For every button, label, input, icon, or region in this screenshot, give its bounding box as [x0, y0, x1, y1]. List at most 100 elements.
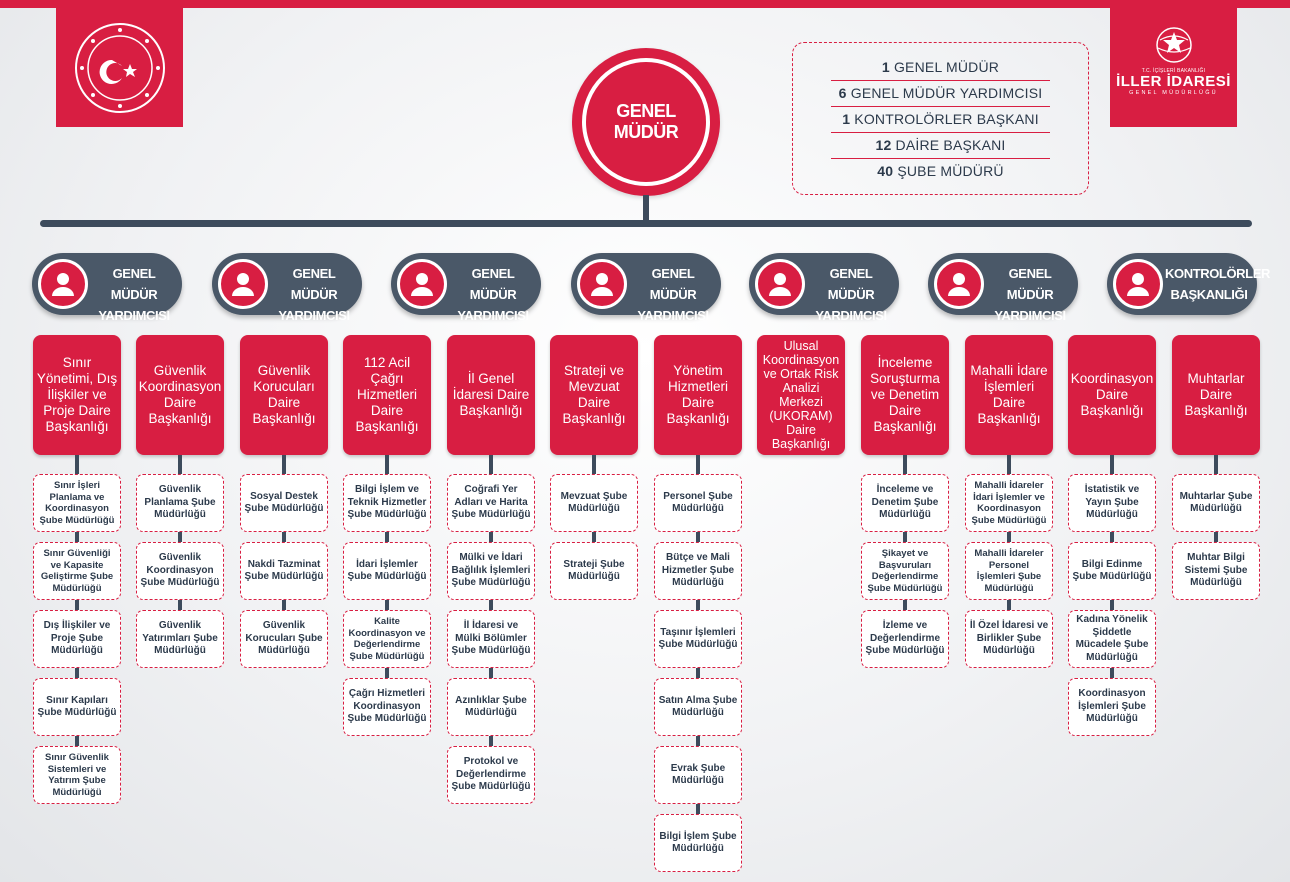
sube-mudurlugu-box: Bilgi İşlem Şube Müdürlüğü [654, 814, 742, 872]
sube-mudurlugu-name: Sınır Kapıları Şube Müdürlüğü [37, 694, 117, 719]
sube-mudurlugu-name: İzleme ve Değerlendirme Şube Müdürlüğü [865, 620, 945, 657]
department-name: Yönetim Hizmetleri Daire Başkanlığı [666, 363, 730, 426]
person-icon [1113, 259, 1163, 309]
sube-mudurlugu-box: Sınır İşleri Planlama ve Koordinasyon Şu… [33, 474, 121, 532]
sube-mudurlugu-name: Şikayet ve Başvuruları Değerlendirme Şub… [867, 548, 943, 594]
top-accent-bar [0, 0, 1290, 8]
sube-mudurlugu-box: Evrak Şube Müdürlüğü [654, 746, 742, 804]
sube-mudurlugu-box: Mahalli İdareler Personel İşlemleri Şube… [965, 542, 1053, 600]
sube-mudurlugu-name: Bilgi İşlem ve Teknik Hizmetler Şube Müd… [347, 484, 427, 521]
department-box: Koordinasyon Daire Başkanlığı [1068, 335, 1156, 455]
person-icon [397, 259, 447, 309]
summary-count: 12 [875, 137, 892, 153]
sube-mudurlugu-box: Bilgi Edinme Şube Müdürlüğü [1068, 542, 1156, 600]
sube-mudurlugu-box: İl Özel İdaresi ve Birlikler Şube Müdürl… [965, 610, 1053, 668]
sube-mudurlugu-box: Nakdi Tazminat Şube Müdürlüğü [240, 542, 328, 600]
department-name: Mahalli İdare İşlemleri Daire Başkanlığı [970, 363, 1048, 426]
sube-mudurlugu-box: Güvenlik Koordinasyon Şube Müdürlüğü [136, 542, 224, 600]
pill-label-line2: BAŞKANLIĞI [1170, 287, 1248, 302]
sube-mudurlugu-name: Strateji Şube Müdürlüğü [563, 558, 625, 583]
sube-mudurlugu-name: Protokol ve Değerlendirme Şube Müdürlüğü [451, 756, 531, 793]
sube-mudurlugu-name: Muhtarlar Şube Müdürlüğü [1179, 490, 1253, 515]
summary-text: KONTROLÖRLER BAŞKANI [854, 111, 1039, 127]
sube-mudurlugu-box: Kalite Koordinasyon ve Değerlendirme Şub… [343, 610, 431, 668]
sube-mudurlugu-box: Protokol ve Değerlendirme Şube Müdürlüğü [447, 746, 535, 804]
department-box: İl Genel İdaresi Daire Başkanlığı [447, 335, 535, 455]
staff-summary-box: 1 GENEL MÜDÜR 6 GENEL MÜDÜR YARDIMCISI 1… [792, 42, 1089, 195]
summary-count: 40 [877, 163, 894, 179]
sube-mudurlugu-name: İl İdaresi ve Mülki Bölümler Şube Müdürl… [451, 620, 531, 657]
pill-label: GENEL MÜDÜR YARDIMCISI [986, 263, 1074, 326]
sube-mudurlugu-box: Şikayet ve Başvuruları Değerlendirme Şub… [861, 542, 949, 600]
sube-mudurlugu-name: Mahalli İdareler Personel İşlemleri Şube… [974, 548, 1044, 594]
summary-line: 1 KONTROLÖRLER BAŞKANI [831, 107, 1050, 133]
sube-mudurlugu-name: Evrak Şube Müdürlüğü [670, 762, 726, 787]
summary-text: ŞUBE MÜDÜRÜ [897, 163, 1004, 179]
department-name: Güvenlik Koordinasyon Daire Başkanlığı [138, 363, 222, 426]
sube-mudurlugu-box: Sosyal Destek Şube Müdürlüğü [240, 474, 328, 532]
pill-label-line1: GENEL MÜDÜR [649, 266, 697, 302]
sube-mudurlugu-box: Güvenlik Korucuları Şube Müdürlüğü [240, 610, 328, 668]
department-name: Sınır Yönetimi, Dış İlişkiler ve Proje D… [36, 355, 118, 434]
department-box: Yönetim Hizmetleri Daire Başkanlığı [654, 335, 742, 455]
sube-mudurlugu-name: Mevzuat Şube Müdürlüğü [560, 490, 628, 515]
sube-mudurlugu-box: Çağrı Hizmetleri Koordinasyon Şube Müdür… [343, 678, 431, 736]
sube-mudurlugu-name: Çağrı Hizmetleri Koordinasyon Şube Müdür… [347, 688, 427, 725]
pill-label: KONTROLÖRLER BAŞKANLIĞI [1165, 263, 1270, 305]
genel-mudur-node: GENEL MÜDÜR [572, 48, 720, 196]
department-box: Güvenlik Korucuları Daire Başkanlığı [240, 335, 328, 455]
person-icon [755, 259, 805, 309]
pill-label-line2: YARDIMCISI [457, 308, 529, 323]
department-name: Koordinasyon Daire Başkanlığı [1070, 371, 1154, 418]
star-globe-icon [1155, 27, 1192, 63]
sube-mudurlugu-name: Sınır İşleri Planlama ve Koordinasyon Şu… [39, 480, 115, 526]
sube-mudurlugu-box: Bütçe ve Mali Hizmetler Şube Müdürlüğü [654, 542, 742, 600]
sube-mudurlugu-name: Taşınır İşlemleri Şube Müdürlüğü [658, 626, 738, 651]
sube-mudurlugu-name: Sınır Güvenliği ve Kapasite Geliştirme Ş… [40, 548, 114, 594]
sube-mudurlugu-name: Satın Alma Şube Müdürlüğü [658, 694, 738, 719]
sube-mudurlugu-name: İl Özel İdaresi ve Birlikler Şube Müdürl… [969, 620, 1049, 657]
person-icon [934, 259, 984, 309]
person-icon [38, 259, 88, 309]
sube-mudurlugu-name: Bütçe ve Mali Hizmetler Şube Müdürlüğü [661, 552, 735, 589]
iller-idaresi-logo: T.C. İÇİŞLERİ BAKANLIĞI İLLER İDARESİ GE… [1110, 8, 1237, 127]
sube-mudurlugu-box: Satın Alma Şube Müdürlüğü [654, 678, 742, 736]
sube-mudurlugu-box: İdari İşlemler Şube Müdürlüğü [343, 542, 431, 600]
sube-mudurlugu-box: Muhtarlar Şube Müdürlüğü [1172, 474, 1260, 532]
sube-mudurlugu-box: Taşınır İşlemleri Şube Müdürlüğü [654, 610, 742, 668]
genel-mudur-yardimcisi-pill: GENEL MÜDÜR YARDIMCISI [571, 253, 721, 323]
sube-mudurlugu-box: Kadına Yönelik Şiddetle Mücadele Şube Mü… [1068, 610, 1156, 668]
sube-mudurlugu-box: Güvenlik Yatırımları Şube Müdürlüğü [136, 610, 224, 668]
pill-label-line2: YARDIMCISI [994, 308, 1066, 323]
department-box: Mahalli İdare İşlemleri Daire Başkanlığı [965, 335, 1053, 455]
ministry-small-text: T.C. İÇİŞLERİ BAKANLIĞI [1141, 68, 1206, 74]
pill-label-line2: YARDIMCISI [637, 308, 709, 323]
ministry-logo [56, 8, 183, 127]
sube-mudurlugu-box: Dış İlişkiler ve Proje Şube Müdürlüğü [33, 610, 121, 668]
summary-line: 6 GENEL MÜDÜR YARDIMCISI [831, 81, 1050, 107]
summary-count: 6 [838, 85, 847, 101]
sube-mudurlugu-name: Nakdi Tazminat Şube Müdürlüğü [244, 558, 324, 583]
sube-mudurlugu-box: Coğrafi Yer Adları ve Harita Şube Müdürl… [447, 474, 535, 532]
sube-mudurlugu-name: Sınır Güvenlik Sistemleri ve Yatırım Şub… [45, 752, 109, 798]
department-box: Muhtarlar Daire Başkanlığı [1172, 335, 1260, 455]
sube-mudurlugu-box: İstatistik ve Yayın Şube Müdürlüğü [1068, 474, 1156, 532]
pill-label-line1: KONTROLÖRLER [1165, 266, 1270, 281]
department-name: İnceleme Soruşturma ve Denetim Daire Baş… [870, 355, 940, 434]
sube-mudurlugu-box: Personel Şube Müdürlüğü [654, 474, 742, 532]
sube-mudurlugu-box: İnceleme ve Denetim Şube Müdürlüğü [861, 474, 949, 532]
sube-mudurlugu-name: İdari İşlemler Şube Müdürlüğü [347, 558, 427, 583]
sube-mudurlugu-name: İstatistik ve Yayın Şube Müdürlüğü [1084, 484, 1140, 521]
pill-label-line1: GENEL MÜDÜR [110, 266, 158, 302]
sube-mudurlugu-box: Sınır Kapıları Şube Müdürlüğü [33, 678, 121, 736]
pill-label-line1: GENEL MÜDÜR [1006, 266, 1054, 302]
department-box: 112 Acil Çağrı Hizmetleri Daire Başkanlı… [343, 335, 431, 455]
summary-text: GENEL MÜDÜR YARDIMCISI [850, 85, 1043, 101]
department-name: Ulusal Koordinasyon ve Ortak Risk Analiz… [762, 339, 840, 451]
sube-mudurlugu-name: Sosyal Destek Şube Müdürlüğü [244, 490, 324, 515]
sube-mudurlugu-name: Güvenlik Korucuları Şube Müdürlüğü [245, 620, 323, 657]
